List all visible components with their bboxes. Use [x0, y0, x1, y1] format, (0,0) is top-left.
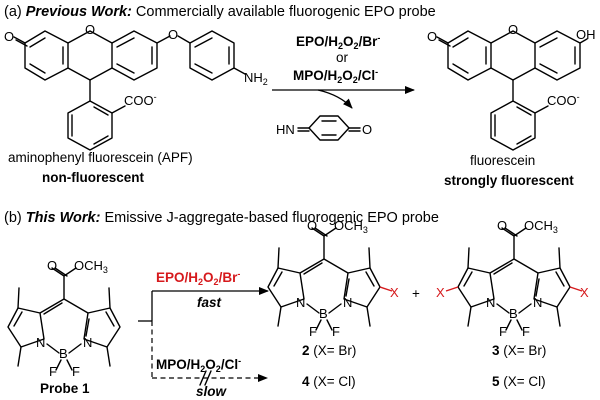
fluorescein-oh: OH	[576, 27, 596, 42]
section-a-heading: (a) Previous Work: Commercially availabl…	[4, 4, 436, 20]
product-2-x: X	[390, 285, 399, 300]
apf-carbonyl-o: O	[4, 29, 14, 44]
fluorescein-carboxylate: COO-	[547, 92, 580, 108]
apf-property: non-fluorescent	[42, 170, 145, 185]
probe-1-f-left: F	[49, 364, 57, 379]
probe-1-ester: OCH3	[74, 258, 108, 275]
probe-1-f-right: F	[72, 364, 80, 379]
probe-1-label: Probe 1	[40, 381, 90, 396]
product-2-n-left: N	[296, 295, 305, 310]
probe-1-n-left: N	[36, 335, 45, 350]
reagent-fast: fast	[197, 295, 222, 310]
fluorescein-name: fluorescein	[470, 153, 535, 168]
product-3-x-right: X	[580, 285, 589, 300]
product-2-4-structure	[267, 227, 393, 331]
product-3-ester: OCH3	[524, 218, 558, 235]
product-3-x-left: X	[436, 285, 445, 300]
fluorescein-ring-o: O	[508, 22, 518, 37]
product-2-b: B	[319, 306, 328, 321]
probe-1-ester-o: O	[47, 258, 57, 273]
probe-1-n-right: N	[83, 335, 92, 350]
reagent-mpo: MPO/H2O2/Cl-	[156, 356, 241, 374]
fluorescein-property: strongly fluorescent	[444, 173, 574, 188]
byproduct-o: O	[362, 122, 372, 137]
reagents-a-line1: EPO/H2O2/Br-	[296, 33, 380, 51]
byproduct-arrow	[317, 89, 353, 109]
apf-ether-o: O	[168, 27, 178, 42]
plus-sign: +	[412, 286, 420, 301]
reagent-epo: EPO/H2O2/Br-	[156, 269, 240, 287]
reagent-slow: slow	[196, 384, 228, 399]
byproduct-hn: HN	[276, 122, 295, 137]
product-2-ester-o: O	[307, 218, 317, 233]
product-2-n-right: N	[343, 295, 352, 310]
apf-structure	[13, 30, 246, 151]
product-3-f-left: F	[499, 324, 507, 339]
probe-1-b: B	[59, 346, 68, 361]
product-2-f-left: F	[309, 324, 317, 339]
product-2-ester: OCH3	[334, 218, 368, 235]
slow-arrowhead	[258, 374, 268, 382]
reagents-a-line2: MPO/H2O2/Cl-	[293, 67, 378, 85]
product-4-label: 4 (X= Cl)	[302, 374, 356, 389]
section-b-heading: (b) This Work: Emissive J-aggregate-base…	[4, 210, 439, 226]
apf-amine: NH2	[244, 70, 268, 87]
product-3-n-left: N	[486, 295, 495, 310]
product-3-label: 3 (X= Br)	[492, 343, 546, 358]
fluorescein-carbonyl-o: O	[427, 29, 437, 44]
slow-arrow-break	[199, 370, 212, 386]
apf-carboxylate: COO-	[124, 92, 157, 108]
product-5-label: 5 (X= Cl)	[492, 374, 546, 389]
reagents-a-or: or	[336, 50, 349, 65]
product-3-b: B	[509, 306, 518, 321]
product-3-f-right: F	[522, 324, 530, 339]
product-3-ester-o: O	[497, 218, 507, 233]
product-2-label: 2 (X= Br)	[302, 343, 356, 358]
quinone-imine-structure	[297, 115, 361, 141]
product-2-f-right: F	[332, 324, 340, 339]
product-3-5-structure	[445, 227, 583, 331]
apf-name: aminophenyl fluorescein (APF)	[8, 150, 193, 165]
apf-ring-o: O	[85, 22, 95, 37]
fluorescein-structure	[436, 30, 588, 151]
product-3-n-right: N	[533, 295, 542, 310]
